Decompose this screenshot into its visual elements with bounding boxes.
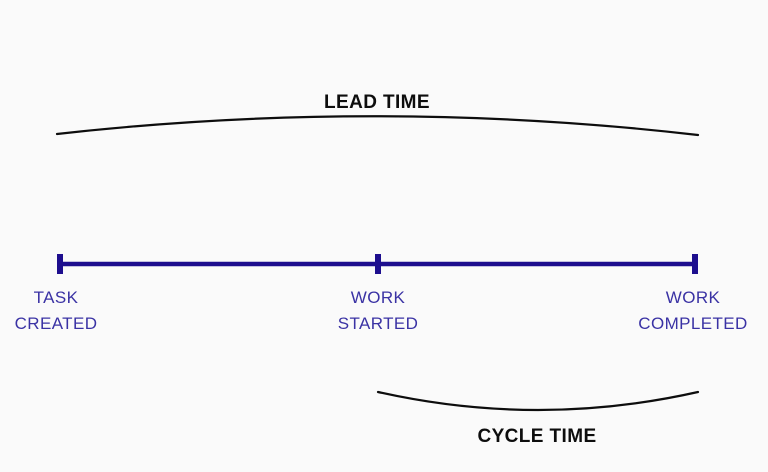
milestone-label-work-started: WORK STARTED (338, 285, 419, 337)
milestone-label-work-completed: WORK COMPLETED (638, 285, 747, 337)
milestone-label-line: WORK (665, 288, 721, 307)
milestone-label-task-created: TASK CREATED (15, 285, 98, 337)
milestone-label-line: CREATED (14, 314, 98, 333)
milestone-label-line: COMPLETED (638, 314, 748, 333)
milestone-label-line: WORK (350, 288, 406, 307)
lead-time-label: LEAD TIME (324, 92, 430, 113)
cycle-time-label: CYCLE TIME (477, 426, 597, 447)
milestone-label-line: TASK (33, 288, 79, 307)
cycle-time-arc (376, 390, 700, 412)
milestone-label-line: STARTED (337, 314, 419, 333)
lead-time-arc (55, 115, 700, 137)
